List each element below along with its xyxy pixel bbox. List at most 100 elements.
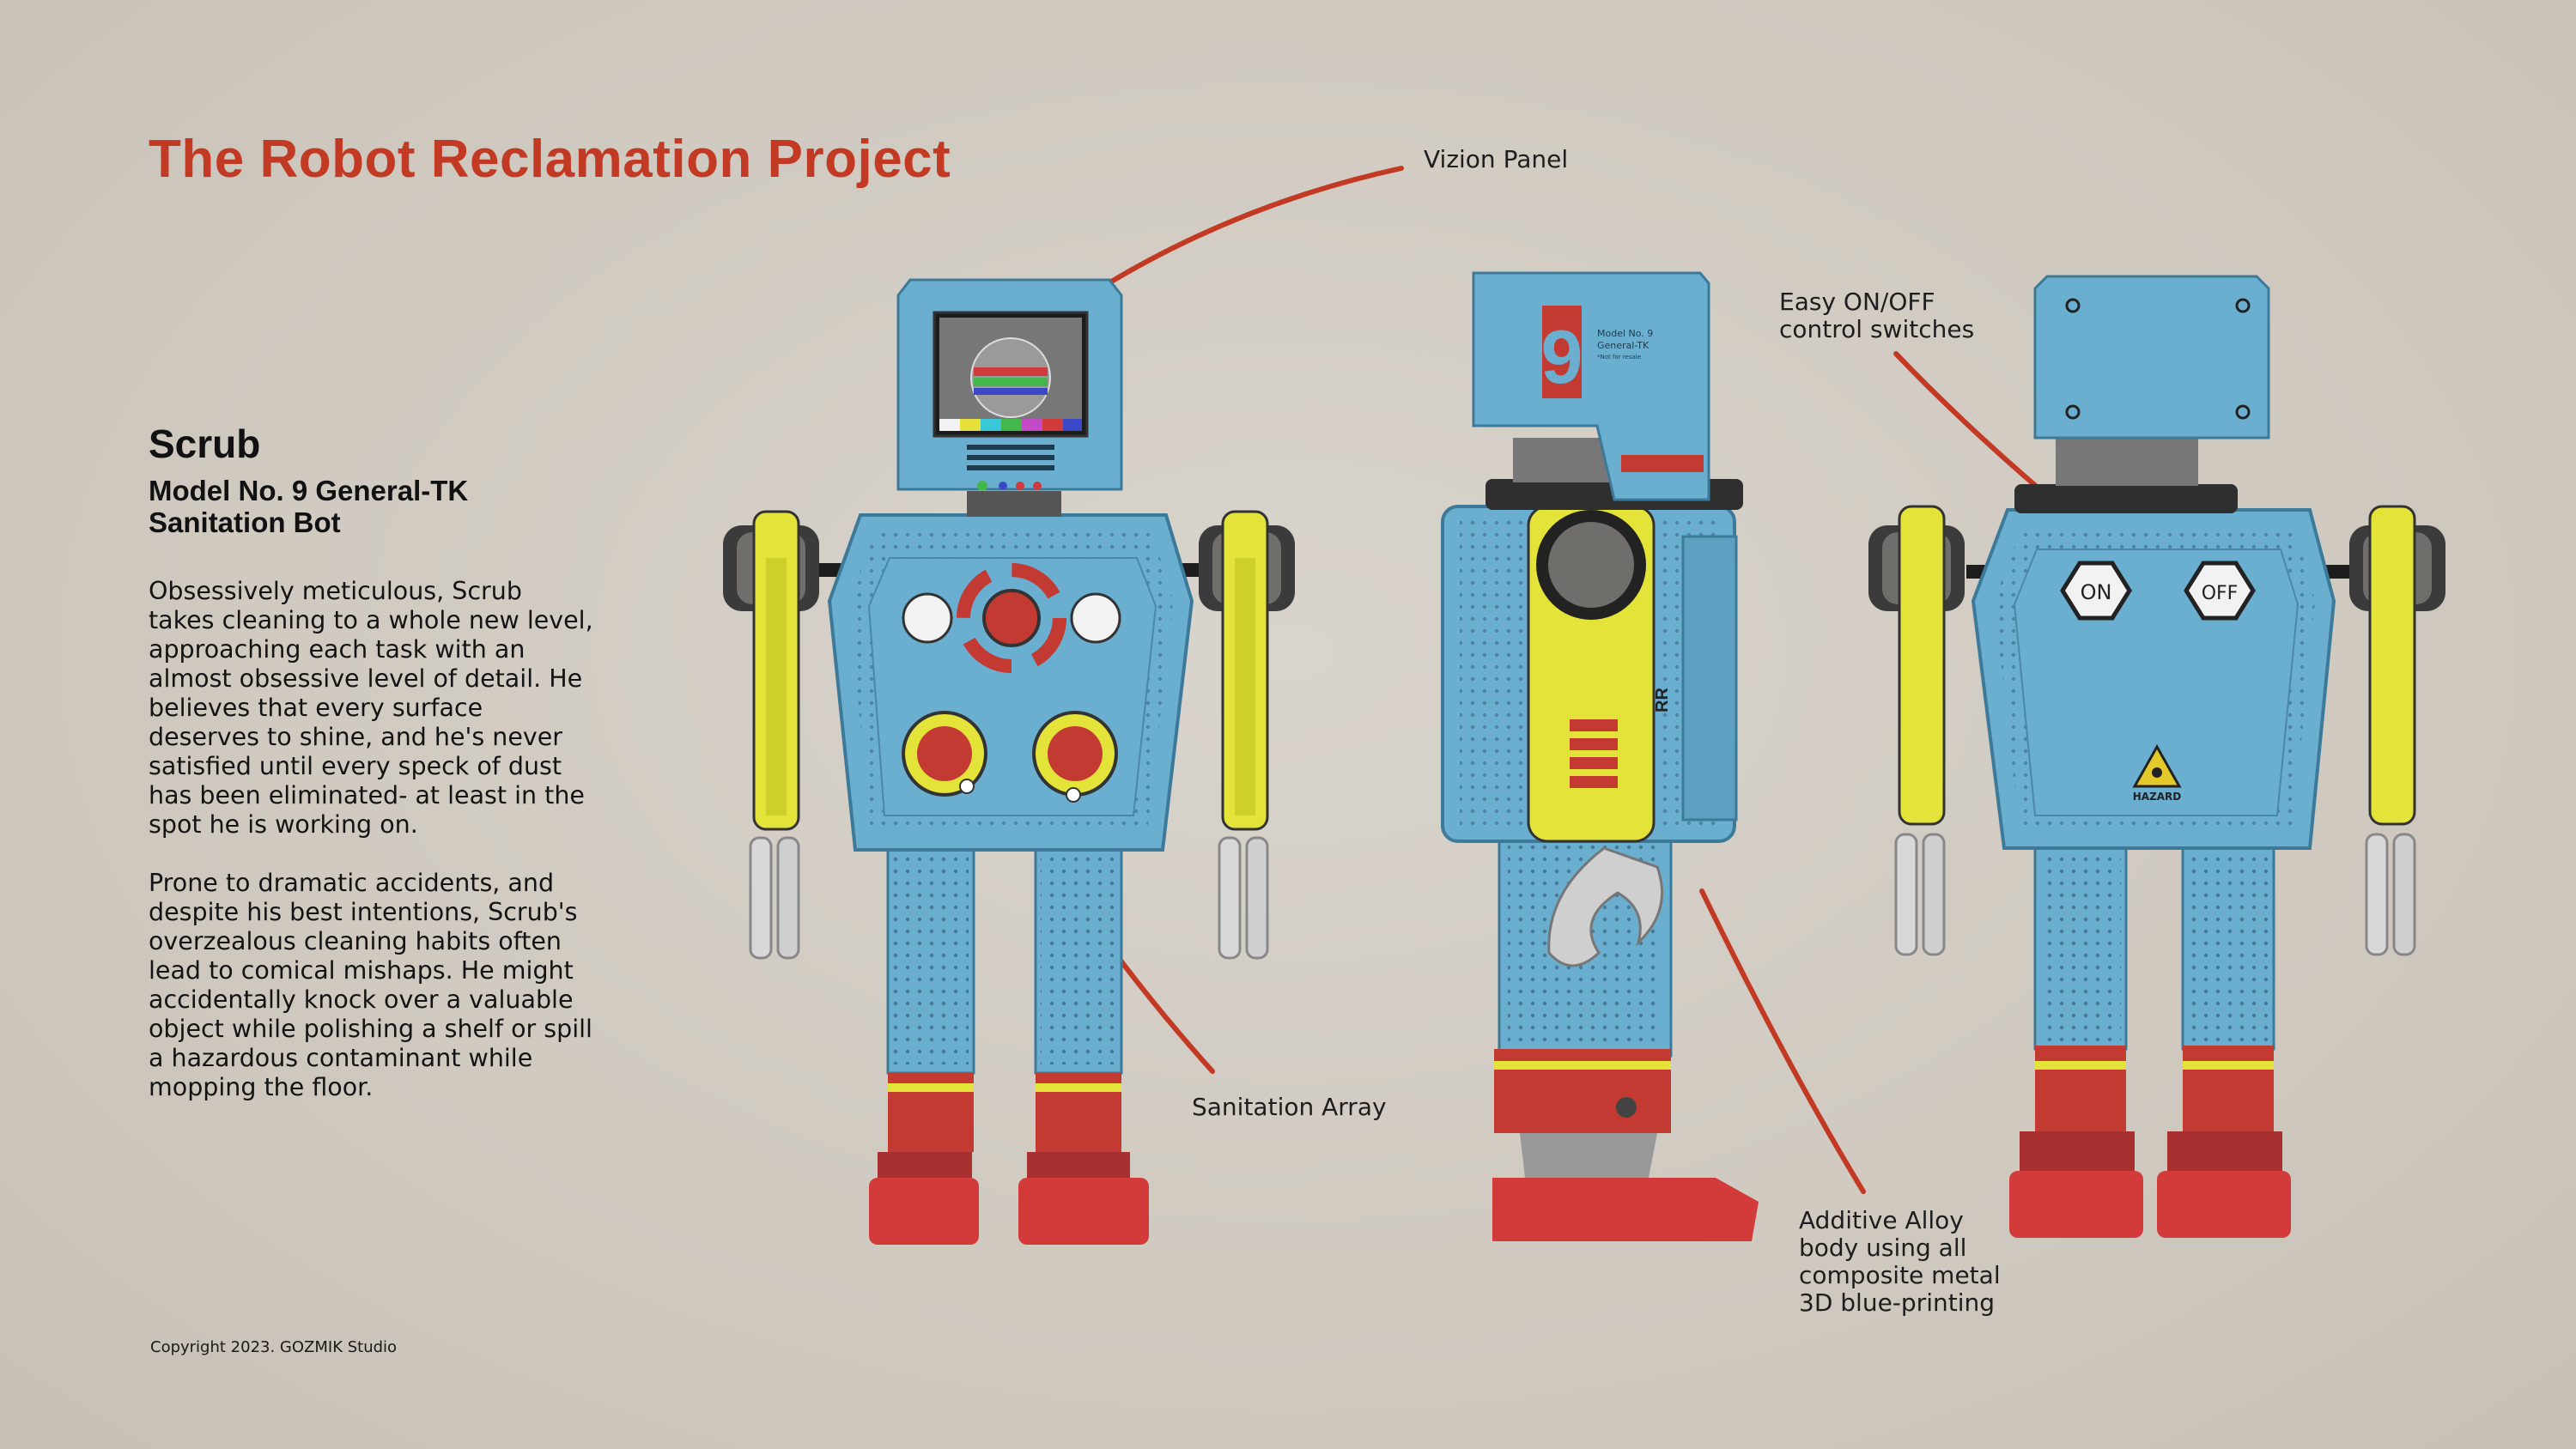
ankle-stripe (888, 1083, 974, 1092)
arm-inner (1235, 558, 1255, 815)
foot (2157, 1171, 2291, 1238)
hazard-label: HAZARD (2133, 791, 2182, 803)
callout-line: Additive Alloy (1799, 1206, 1964, 1234)
callout-line: Easy ON/OFF (1779, 288, 1935, 316)
head-screw (2065, 298, 2081, 313)
callout-vizion-panel: Vizion Panel (1424, 145, 1569, 173)
indicator-light (977, 481, 987, 491)
side-head (1472, 271, 1710, 501)
white-button (902, 592, 953, 644)
foot-top (1027, 1152, 1130, 1178)
head-screw (2235, 298, 2251, 313)
dial-center (1048, 726, 1103, 781)
model-number: 9 (1541, 314, 1583, 399)
side-shoulder-cap (1548, 522, 1634, 608)
speaker-grille (967, 455, 1054, 460)
ankle-stripe (1036, 1083, 1121, 1092)
center-button (982, 589, 1041, 647)
model-line: Model No. 9 General-TK (149, 475, 469, 506)
foot-top (878, 1152, 972, 1178)
claw (776, 836, 800, 960)
callout-line: composite metal (1799, 1261, 2001, 1289)
plate-text: *Not for resale (1597, 354, 1641, 361)
speaker-grille (967, 465, 1054, 470)
claw (1894, 833, 1918, 956)
side-foot (1492, 1178, 1759, 1241)
speaker-grille (967, 445, 1054, 450)
neck (967, 491, 1061, 517)
dial-center (917, 726, 972, 781)
claw (1245, 836, 1269, 960)
vent-stripe (1570, 719, 1618, 731)
description-paragraph: Prone to dramatic accidents, and despite… (149, 869, 592, 1101)
ankle-stripe (2183, 1061, 2274, 1070)
ankle-stripe (2035, 1061, 2126, 1070)
robot-side-view: RR 9 Model No. 9 General-TK *Not for res… (1441, 271, 1759, 1241)
robot-model: Model No. 9 General-TK Sanitation Bot (149, 475, 595, 538)
plate-text: Model No. 9 (1597, 328, 1653, 339)
robot-name: Scrub (149, 421, 261, 466)
leg-rivets (1041, 850, 1116, 1064)
callout-line: control switches (1779, 315, 1975, 343)
robot-back-view: ON OFF HAZARD (1868, 275, 2445, 1238)
on-label: ON (2081, 580, 2112, 604)
arm-yellow (2368, 505, 2416, 826)
leg-rivets (893, 850, 969, 1064)
number-plate (1542, 306, 1582, 398)
copyright-notice: Copyright 2023. GOZMIK Studio (150, 1338, 398, 1356)
claw (2392, 833, 2416, 956)
side-mark: RR (1653, 688, 1672, 712)
neck (2014, 484, 2238, 513)
vent-stripe (1570, 757, 1618, 769)
side-ankle-stripe (1494, 1061, 1671, 1070)
head-screw (2235, 404, 2251, 420)
leg-rivets (2040, 848, 2121, 1044)
foot (2009, 1171, 2143, 1238)
claw (749, 836, 773, 960)
side-neck-top (1513, 438, 1616, 482)
callout-additive-alloy: Additive Alloy body using all composite … (1799, 1207, 2001, 1317)
target-ring (957, 563, 1066, 673)
claw (1218, 836, 1242, 960)
foot (869, 1178, 979, 1245)
dial-knob (1066, 787, 1081, 803)
radiation-icon (2152, 767, 2162, 778)
plate-text: General-TK (1597, 340, 1649, 351)
foot-top (2167, 1131, 2282, 1171)
side-bolt (1616, 1097, 1637, 1118)
indicator-light (999, 482, 1007, 490)
vent-stripe (1570, 738, 1618, 750)
ankle (2035, 1046, 2126, 1131)
indicator-light (1033, 482, 1042, 490)
robot-front-view (723, 278, 1295, 1245)
callout-line: body using all (1799, 1234, 1967, 1262)
on-switch (2060, 561, 2132, 621)
hazard-icon (2132, 743, 2182, 788)
side-pack (1681, 535, 1738, 822)
vent-stripe (1570, 776, 1618, 788)
claw (2365, 833, 2389, 956)
side-shin (1520, 1133, 1657, 1178)
arm-yellow (1898, 505, 1946, 826)
foot (1018, 1178, 1149, 1245)
leader-alloy (1699, 888, 1866, 1194)
test-pattern (939, 318, 1082, 431)
ankle (2183, 1046, 2274, 1131)
off-switch (2184, 561, 2256, 621)
arm-inner (766, 558, 787, 815)
off-label: OFF (2202, 583, 2239, 604)
head-screw (2065, 404, 2081, 420)
description-paragraph: Obsessively meticulous, Scrub takes clea… (149, 577, 593, 839)
leader-vizion (1081, 166, 1404, 301)
callout-sanitation-array: Sanitation Array (1192, 1093, 1387, 1121)
callout-line: 3D blue-printing (1799, 1288, 1995, 1317)
side-hook (1547, 846, 1664, 967)
indicator-light (1016, 482, 1024, 490)
foot-top (2020, 1131, 2135, 1171)
dial-knob (959, 779, 975, 794)
head (2033, 275, 2270, 440)
white-button (1070, 592, 1121, 644)
side-red-bar (1621, 455, 1704, 472)
callout-switches: Easy ON/OFF control switches (1779, 288, 1974, 343)
